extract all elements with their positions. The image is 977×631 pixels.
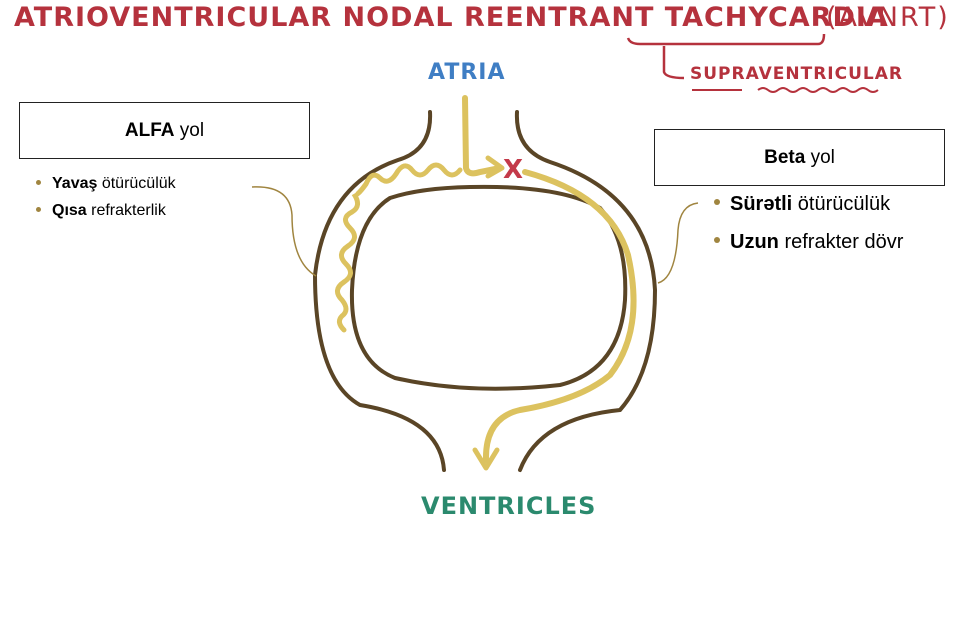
list-item: Qısa refrakterlik bbox=[22, 197, 176, 224]
title-abbreviation: (AVNRT) bbox=[826, 2, 950, 33]
beta-item-bold: Uzun bbox=[730, 231, 779, 253]
beta-box-bold: Beta bbox=[764, 146, 806, 168]
alfa-connector-line bbox=[251, 186, 317, 277]
subtitle-wavy-underline bbox=[757, 87, 879, 93]
beta-box-rest: yol bbox=[805, 146, 835, 168]
node-outer-outline bbox=[312, 110, 446, 472]
beta-connector-line bbox=[657, 202, 699, 284]
subtitle-supraventricular: SUPRAVENTRICULAR bbox=[690, 64, 903, 84]
beta-item-rest: ötürücülük bbox=[792, 193, 891, 215]
impulse-arrowhead-down bbox=[472, 447, 500, 471]
title-text: ATRIOVENTRICULAR NODAL REENTRANT TACHYCA… bbox=[14, 2, 889, 33]
alfa-pathway-box: ALFA yol bbox=[19, 102, 310, 159]
beta-properties-list: Sürətli ötürücülük Uzun refrakter dövr bbox=[700, 185, 903, 261]
node-inner-ring bbox=[349, 184, 628, 391]
page-title: ATRIOVENTRICULAR NODAL REENTRANT TACHYCA… bbox=[14, 2, 889, 33]
alfa-item-rest: refrakterlik bbox=[86, 202, 166, 219]
alfa-item-bold: Yavaş bbox=[52, 175, 98, 192]
subtitle-bracket bbox=[662, 46, 685, 80]
alfa-box-bold: ALFA bbox=[124, 119, 175, 141]
list-item: Uzun refrakter dövr bbox=[700, 223, 903, 261]
alfa-slow-wavy-path bbox=[335, 162, 463, 333]
beta-pathway-box: Beta yol bbox=[654, 129, 945, 186]
alfa-box-rest: yol bbox=[174, 119, 205, 141]
alfa-item-rest: ötürücülük bbox=[97, 175, 176, 192]
impulse-arrowhead-right bbox=[485, 155, 505, 179]
ventricles-label: VENTRICLES bbox=[421, 492, 597, 520]
alfa-properties-list: Yavaş ötürücülük Qısa refrakterlik bbox=[22, 170, 176, 224]
alfa-item-bold: Qısa bbox=[52, 202, 87, 219]
beta-item-bold: Sürətli bbox=[730, 193, 793, 215]
beta-fast-path bbox=[482, 169, 637, 463]
impulse-atria-path bbox=[462, 95, 503, 177]
node-outer-outline-right bbox=[514, 110, 658, 472]
title-underline bbox=[626, 33, 826, 46]
list-item: Yavaş ötürücülük bbox=[22, 170, 176, 197]
atria-label: ATRIA bbox=[428, 60, 506, 85]
list-item: Sürətli ötürücülük bbox=[700, 185, 903, 223]
block-mark: X bbox=[503, 155, 523, 185]
beta-item-rest: refrakter dövr bbox=[778, 231, 904, 253]
